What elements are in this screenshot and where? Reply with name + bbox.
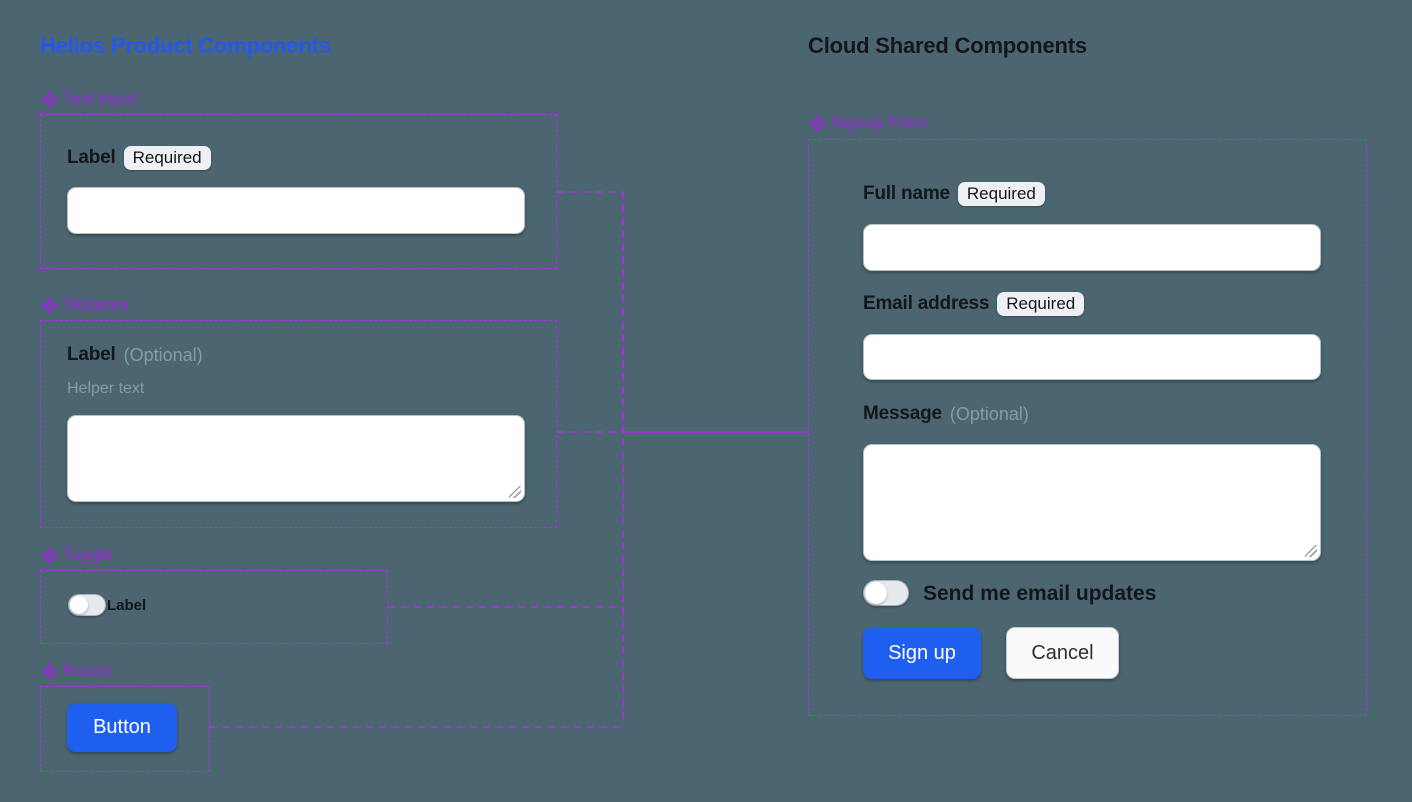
sign-up-button-label: Sign up <box>888 641 956 664</box>
cancel-button[interactable]: Cancel <box>1006 627 1119 679</box>
textarea-field[interactable] <box>67 415 525 502</box>
page-title-right: Cloud Shared Components <box>808 33 1087 58</box>
full-name-label: Full name <box>863 183 950 204</box>
text-input-required-badge: Required <box>123 146 211 170</box>
diamond-cluster-icon <box>42 297 57 313</box>
section-label-text: Text Input <box>63 89 137 108</box>
component-frame-text-input <box>40 114 557 269</box>
demo-button-label: Button <box>93 716 151 738</box>
full-name-label-row: Full name Required <box>863 182 1045 206</box>
component-frame-textarea <box>40 320 557 528</box>
email-address-label-row: Email address Required <box>863 292 1085 316</box>
diamond-cluster-icon <box>810 115 825 131</box>
section-label-textarea: Textarea <box>42 295 128 315</box>
section-label-text: Textarea <box>63 295 129 314</box>
component-frame-button <box>40 686 210 772</box>
page-title-left: Helios Product Components <box>40 33 331 58</box>
diamond-cluster-icon <box>42 547 57 563</box>
text-input-label-row: Label Required <box>67 146 211 170</box>
diamond-cluster-icon <box>42 91 57 107</box>
email-updates-toggle-knob <box>865 582 887 604</box>
email-address-required-badge: Required <box>997 292 1085 316</box>
full-name-input[interactable] <box>863 224 1321 271</box>
connector-text-input <box>557 191 808 433</box>
message-label-row: Message (Optional) <box>863 403 1029 425</box>
demo-button[interactable]: Button <box>67 703 177 752</box>
sign-up-button[interactable]: Sign up <box>863 627 981 679</box>
section-label-text-input: Text Input <box>42 89 137 109</box>
component-frame-toggle <box>40 570 388 644</box>
textarea-helper-text: Helper text <box>67 380 145 397</box>
full-name-required-badge: Required <box>957 182 1045 206</box>
text-input-field[interactable] <box>67 187 525 234</box>
cancel-button-label: Cancel <box>1031 641 1094 664</box>
section-label-text: Button <box>63 661 113 680</box>
section-label-text: Signup Form <box>831 113 929 132</box>
message-optional-tag: (Optional) <box>949 403 1029 424</box>
toggle-label: Label <box>107 597 147 614</box>
textarea-label-row: Label (Optional) <box>67 344 203 366</box>
message-label: Message <box>863 403 942 424</box>
textarea-label: Label <box>67 344 116 365</box>
email-address-label: Email address <box>863 293 990 314</box>
section-label-signup-form: Signup Form <box>810 113 928 133</box>
section-label-text: Toggle <box>63 545 114 564</box>
toggle-switch[interactable] <box>68 594 106 616</box>
section-label-toggle: Toggle <box>42 545 113 565</box>
email-updates-label: Send me email updates <box>923 582 1157 605</box>
email-address-input[interactable] <box>863 334 1321 380</box>
textarea-optional-tag: (Optional) <box>123 344 203 365</box>
component-frame-signup-form <box>808 139 1367 716</box>
email-updates-toggle[interactable] <box>863 580 909 606</box>
text-input-label: Label <box>67 147 116 168</box>
message-textarea[interactable] <box>863 444 1321 561</box>
diamond-cluster-icon <box>42 663 57 679</box>
toggle-knob <box>70 596 88 614</box>
section-label-button: Button <box>42 661 112 681</box>
